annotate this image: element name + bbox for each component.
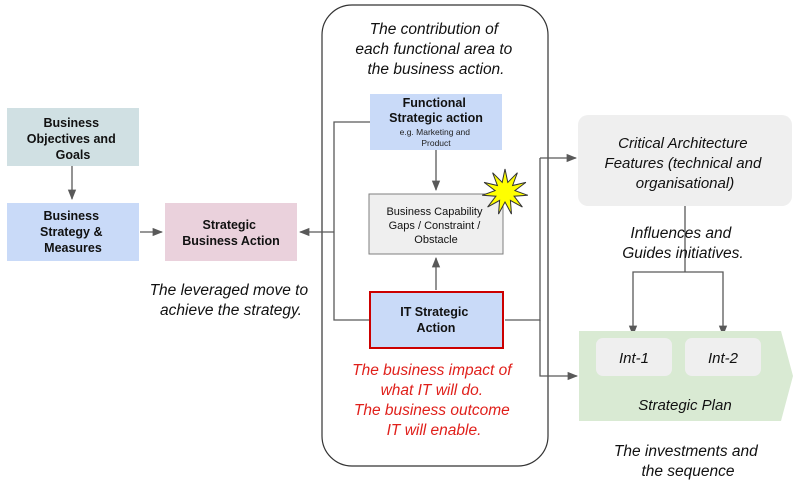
int-2-label: Int-2 xyxy=(708,350,739,367)
line-it-to-action xyxy=(333,232,370,321)
it-strategic-action-box xyxy=(369,291,504,349)
strategy-label: Business Strategy & Measures xyxy=(40,209,106,255)
objectives-box xyxy=(7,108,139,166)
starburst-icon xyxy=(482,168,528,215)
impact-annotation: The business impact of what IT will do. … xyxy=(352,362,516,439)
critical-architecture-label: Critical Architecture Features (technica… xyxy=(605,135,766,192)
strategic-business-action-label: Strategic Business Action xyxy=(182,218,279,248)
critical-architecture-box xyxy=(578,115,792,206)
arrow-to-plan xyxy=(539,320,579,381)
investments-annotation: The investments and the sequence xyxy=(614,443,762,480)
arrow-to-int2 xyxy=(685,271,728,337)
functional-action-title: Functional Strategic action xyxy=(389,96,483,125)
capability-gaps-label: Business Capability Gaps / Constraint / … xyxy=(386,206,485,246)
influences-annotation: Influences and Guides initiatives. xyxy=(622,225,743,262)
int-1-label: Int-1 xyxy=(619,350,649,367)
functional-action-subtitle: e.g. Marketing and Product xyxy=(400,127,473,148)
connectors xyxy=(67,121,728,381)
leveraged-annotation: The leveraged move to achieve the strate… xyxy=(150,282,313,319)
strategy-box xyxy=(7,203,139,261)
strategic-plan-label: Strategic Plan xyxy=(638,397,731,414)
line-functional-to-action xyxy=(333,121,370,232)
it-strategic-action-label: IT Strategic Action xyxy=(400,305,472,335)
objectives-label: Business Objectives and Goals xyxy=(27,116,119,162)
contribution-annotation: The contribution of each functional area… xyxy=(355,21,516,78)
int-2-box xyxy=(685,338,761,376)
int-1-box xyxy=(596,338,672,376)
arrow-to-int1 xyxy=(628,271,685,337)
functional-action-box xyxy=(370,94,502,150)
capability-gaps-box xyxy=(368,193,504,255)
strategic-business-action-box xyxy=(165,203,297,261)
